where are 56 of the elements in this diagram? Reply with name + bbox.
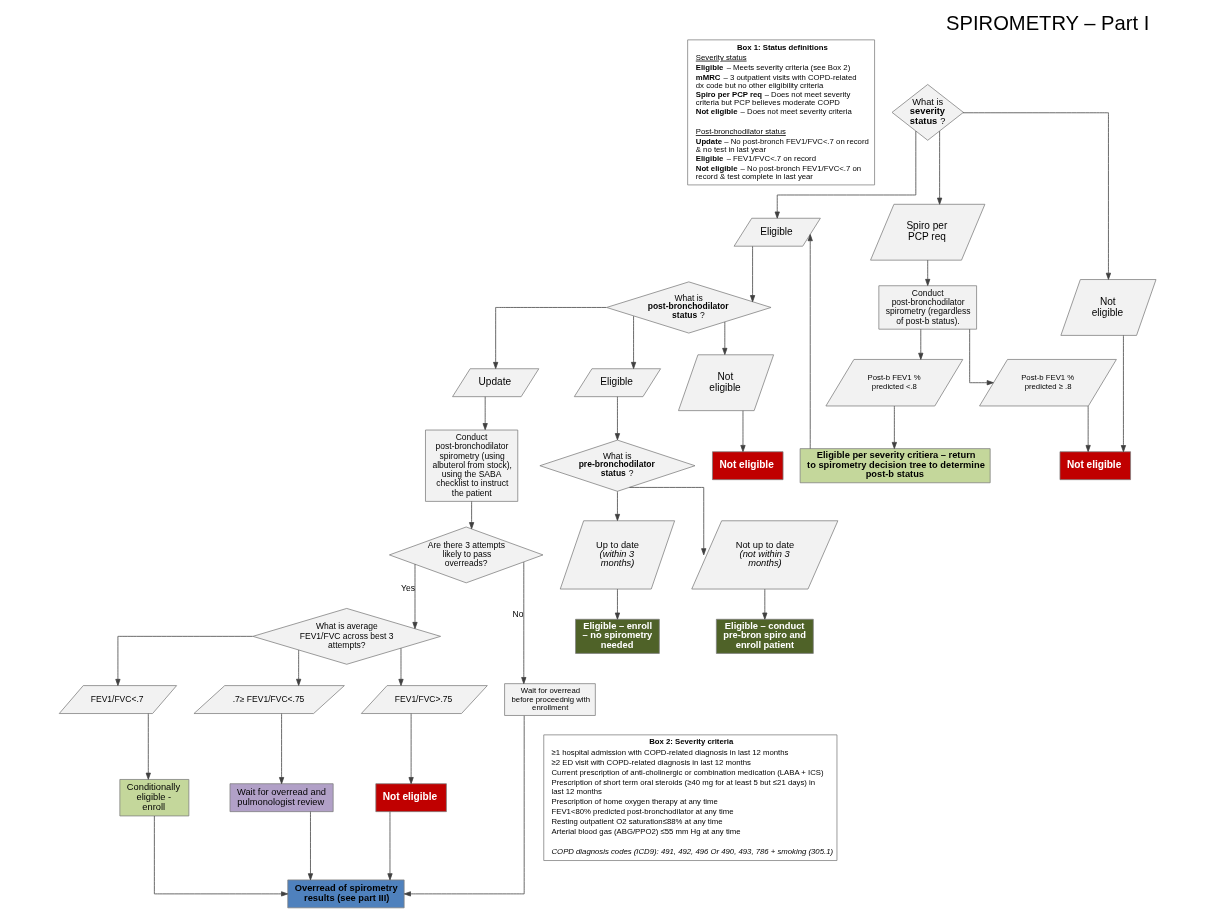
node-diamond: What is post-bronchodilator status?: [606, 281, 772, 334]
arrow: [387, 811, 393, 881]
arrow: [740, 410, 746, 452]
arrow: [614, 396, 620, 441]
arrow: [891, 405, 897, 449]
arrow: [631, 315, 637, 369]
arrow: [774, 130, 917, 219]
arrow: [918, 328, 924, 360]
arrow: [925, 259, 931, 286]
arrow: [493, 307, 607, 369]
arrow: [154, 815, 289, 897]
arrow: [762, 588, 768, 620]
node-diamond: What is severity status?: [891, 84, 964, 141]
node-box: Box 2: Severity criteria ≥1 hospital admission with COPD-related diagnosis in last 12 months ≥2 ED visit with COPD-related diagnosis in last 12 months Current prescription of anti-cholinergic or combination medication (LABA + ICS) Prescription of short term oral steroids (≥40 mg for at least 5 but ≤21 days) in last 12 months Prescription of home oxygen therapy at any time FEV1<80% predicted post-bronchodilator at any time Resting outpatient O2 saturation≤88% at any time Arterial blood gas (ABG/PPO2) ≤55 mm Hg at any time COPD diagnosis codes (ICD9): 491, 492, 496 Or 490, 493, 786 + smoking (305.1): [543, 734, 838, 861]
node-box: Conduct post-bronchodilator spirometry (using albuterol from stock), using the SABA checklist to instruct the patient: [425, 429, 519, 502]
arrow: [115, 635, 254, 686]
arrow: [469, 501, 475, 530]
arrow: [296, 649, 302, 686]
arrow: [722, 321, 728, 355]
arrow: [937, 130, 943, 205]
edge-label: No: [512, 609, 524, 620]
node-box: Not eligible: [1059, 451, 1131, 481]
node-box: Overread of spirometry results (see part III): [287, 879, 405, 909]
node-diamond: What is pre-bronchodilator status?: [539, 439, 696, 492]
arrow: [412, 563, 418, 629]
arrow: [521, 561, 527, 685]
node-box: Conditionally eligible - enroll: [119, 779, 190, 817]
edge-label: Yes: [401, 582, 415, 593]
arrow: [750, 246, 756, 303]
arrow: [403, 715, 525, 897]
arrow: [969, 328, 994, 386]
arrow: [1085, 405, 1091, 452]
arrow: [1120, 335, 1126, 453]
node-box: Eligible per severity critiera – return to spirometry decision tree to determine post-b status: [799, 448, 991, 484]
node-box: Conduct post-bronchodilator spirometry (regardless of post-b status).: [878, 285, 977, 330]
node-box: Not eligible: [375, 783, 447, 813]
arrow: [145, 713, 151, 780]
node-box: Eligible – conduct pre-bron spiro and enroll patient: [715, 618, 814, 654]
node-diamond: What is average FEV1/FVC across best 3 attempts?: [252, 608, 441, 665]
arrow: [807, 234, 813, 449]
arrow: [629, 487, 707, 556]
node-diamond: Are there 3 attempts likely to pass overreads?: [389, 526, 544, 584]
arrow: [398, 647, 404, 686]
node-box: Wait for overread and pulmonologist review: [229, 783, 334, 813]
arrow: [408, 713, 414, 785]
arrow: [307, 811, 314, 881]
node-box: Wait for overread before proceednig with enrollment: [504, 683, 596, 716]
arrow: [614, 491, 620, 521]
arrow: [614, 588, 620, 620]
node-box: Eligible – enroll – no spirometry needed: [575, 618, 660, 654]
arrow: [962, 112, 1111, 280]
node-box: Box 1: Status definitions Severity status Eligible – Meets severity criteria (see Box 2) mMRC – 3 outpatient visits with COPD-related dx code but no other eligibility criteria Spiro per PCP req – Does not meet severity criteria but PCP believes moderate COPD Not eligible – Does not meet severity criteria Post-bronchodilator status Update – No post-bronch FEV1/FVC<.7 on record & no test in last year Eligible – FEV1/FVC<.7 on record Not eligible – No post-bronch FEV1/FVC<.7 on record & test complete in last year: [687, 39, 875, 186]
node-box: Not eligible: [712, 451, 784, 481]
arrow: [279, 713, 285, 785]
diagram-title: SPIROMETRY – Part I: [946, 12, 1150, 35]
arrow: [482, 396, 488, 431]
